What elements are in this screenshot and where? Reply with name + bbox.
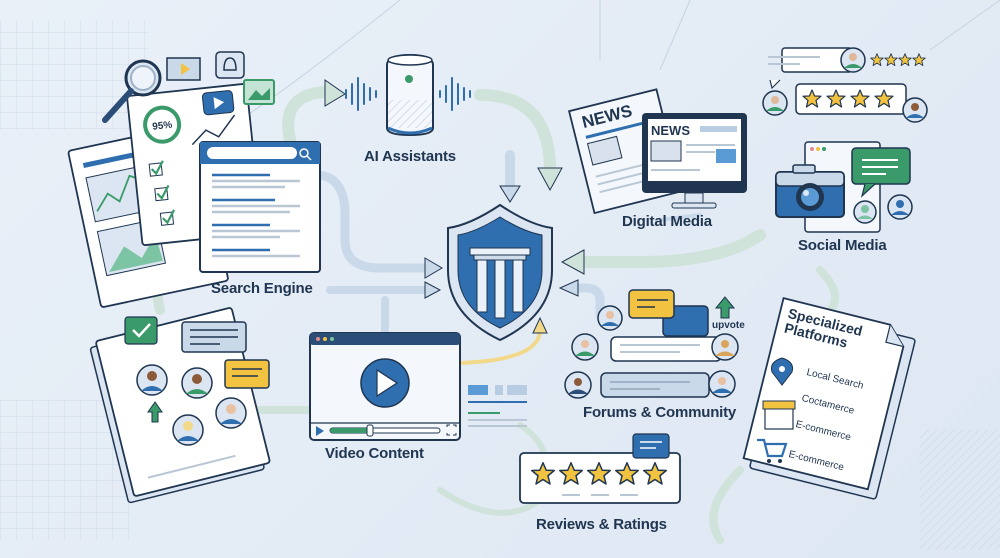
- comment-icon: [632, 433, 670, 459]
- node-label-video-content: Video Content: [325, 445, 424, 462]
- upvote-arrow-icon: [147, 401, 163, 423]
- analytics-percentage: 95%: [152, 120, 173, 133]
- checkmark-icon: [124, 316, 158, 345]
- chat-bubble: [610, 336, 722, 362]
- upvote-label: upvote: [712, 320, 745, 331]
- node-label-search-engine: Search Engine: [211, 280, 313, 297]
- chat-bubble: [628, 289, 675, 319]
- node-label-digital-media: Digital Media: [622, 213, 712, 230]
- specialized-platforms-document: [742, 297, 916, 500]
- comment-bubble: [224, 359, 270, 389]
- chat-bubble: [600, 372, 710, 398]
- social-media-cluster: [762, 47, 928, 233]
- node-label-ai-assistants: AI Assistants: [364, 148, 456, 165]
- video-player-icon: [309, 332, 527, 441]
- cart-icon: [757, 438, 788, 458]
- reviews-rating-card: [519, 433, 681, 504]
- svg-text:NEWS: NEWS: [651, 123, 690, 138]
- node-label-social-media: Social Media: [798, 237, 887, 254]
- user-reviews-document: [89, 307, 271, 504]
- node-label-forums-community: Forums & Community: [583, 404, 737, 421]
- digital-media-cluster: NEWS NEWS: [568, 88, 747, 215]
- shield-pillar-icon: [447, 203, 553, 342]
- bell-icon: [215, 51, 245, 79]
- hatch-decoration: [920, 430, 1000, 550]
- storefront-icon: [764, 406, 794, 430]
- node-label-reviews-ratings: Reviews & Ratings: [536, 516, 667, 533]
- upvote-arrow-icon: [714, 296, 736, 319]
- search-engine-window: [199, 141, 321, 273]
- search-engine-cluster: 95%: [67, 51, 321, 308]
- smart-speaker-icon: [345, 53, 471, 137]
- search-icon: [299, 148, 309, 158]
- forums-cluster: [564, 289, 739, 399]
